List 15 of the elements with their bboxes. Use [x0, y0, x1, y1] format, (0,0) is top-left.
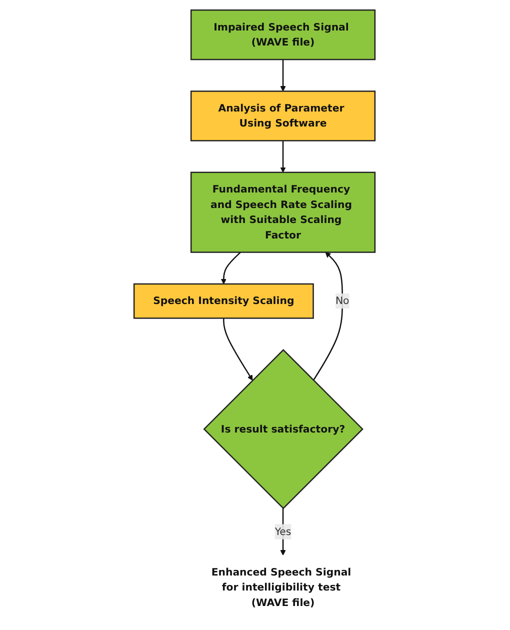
arrow	[280, 60, 286, 92]
arrow	[224, 318, 254, 381]
edge-label: No	[336, 294, 350, 307]
node-box	[190, 9, 376, 60]
edge-label: Yes	[275, 525, 292, 538]
arrow	[313, 252, 344, 381]
arrow	[280, 508, 286, 556]
node-box	[190, 90, 376, 142]
arrow	[221, 252, 242, 284]
node-box	[190, 172, 376, 253]
node-diamond	[204, 349, 364, 510]
node-text: Enhanced Speech Signal for intelligibility test (WAVE file)	[212, 566, 352, 608]
node-box	[134, 283, 314, 319]
flowchart: Impaired Speech Signal (WAVE file) Analysis of Parameter Using Software Fundamental Frequency and Speech Rate Scaling with Suitable Scaling Factor Speech Intensity Scaling No Is result satisfactory? Yes Enhanced Speech Signal for intelligibility test (WAVE file)	[129, 5, 380, 625]
arrow	[280, 140, 286, 173]
